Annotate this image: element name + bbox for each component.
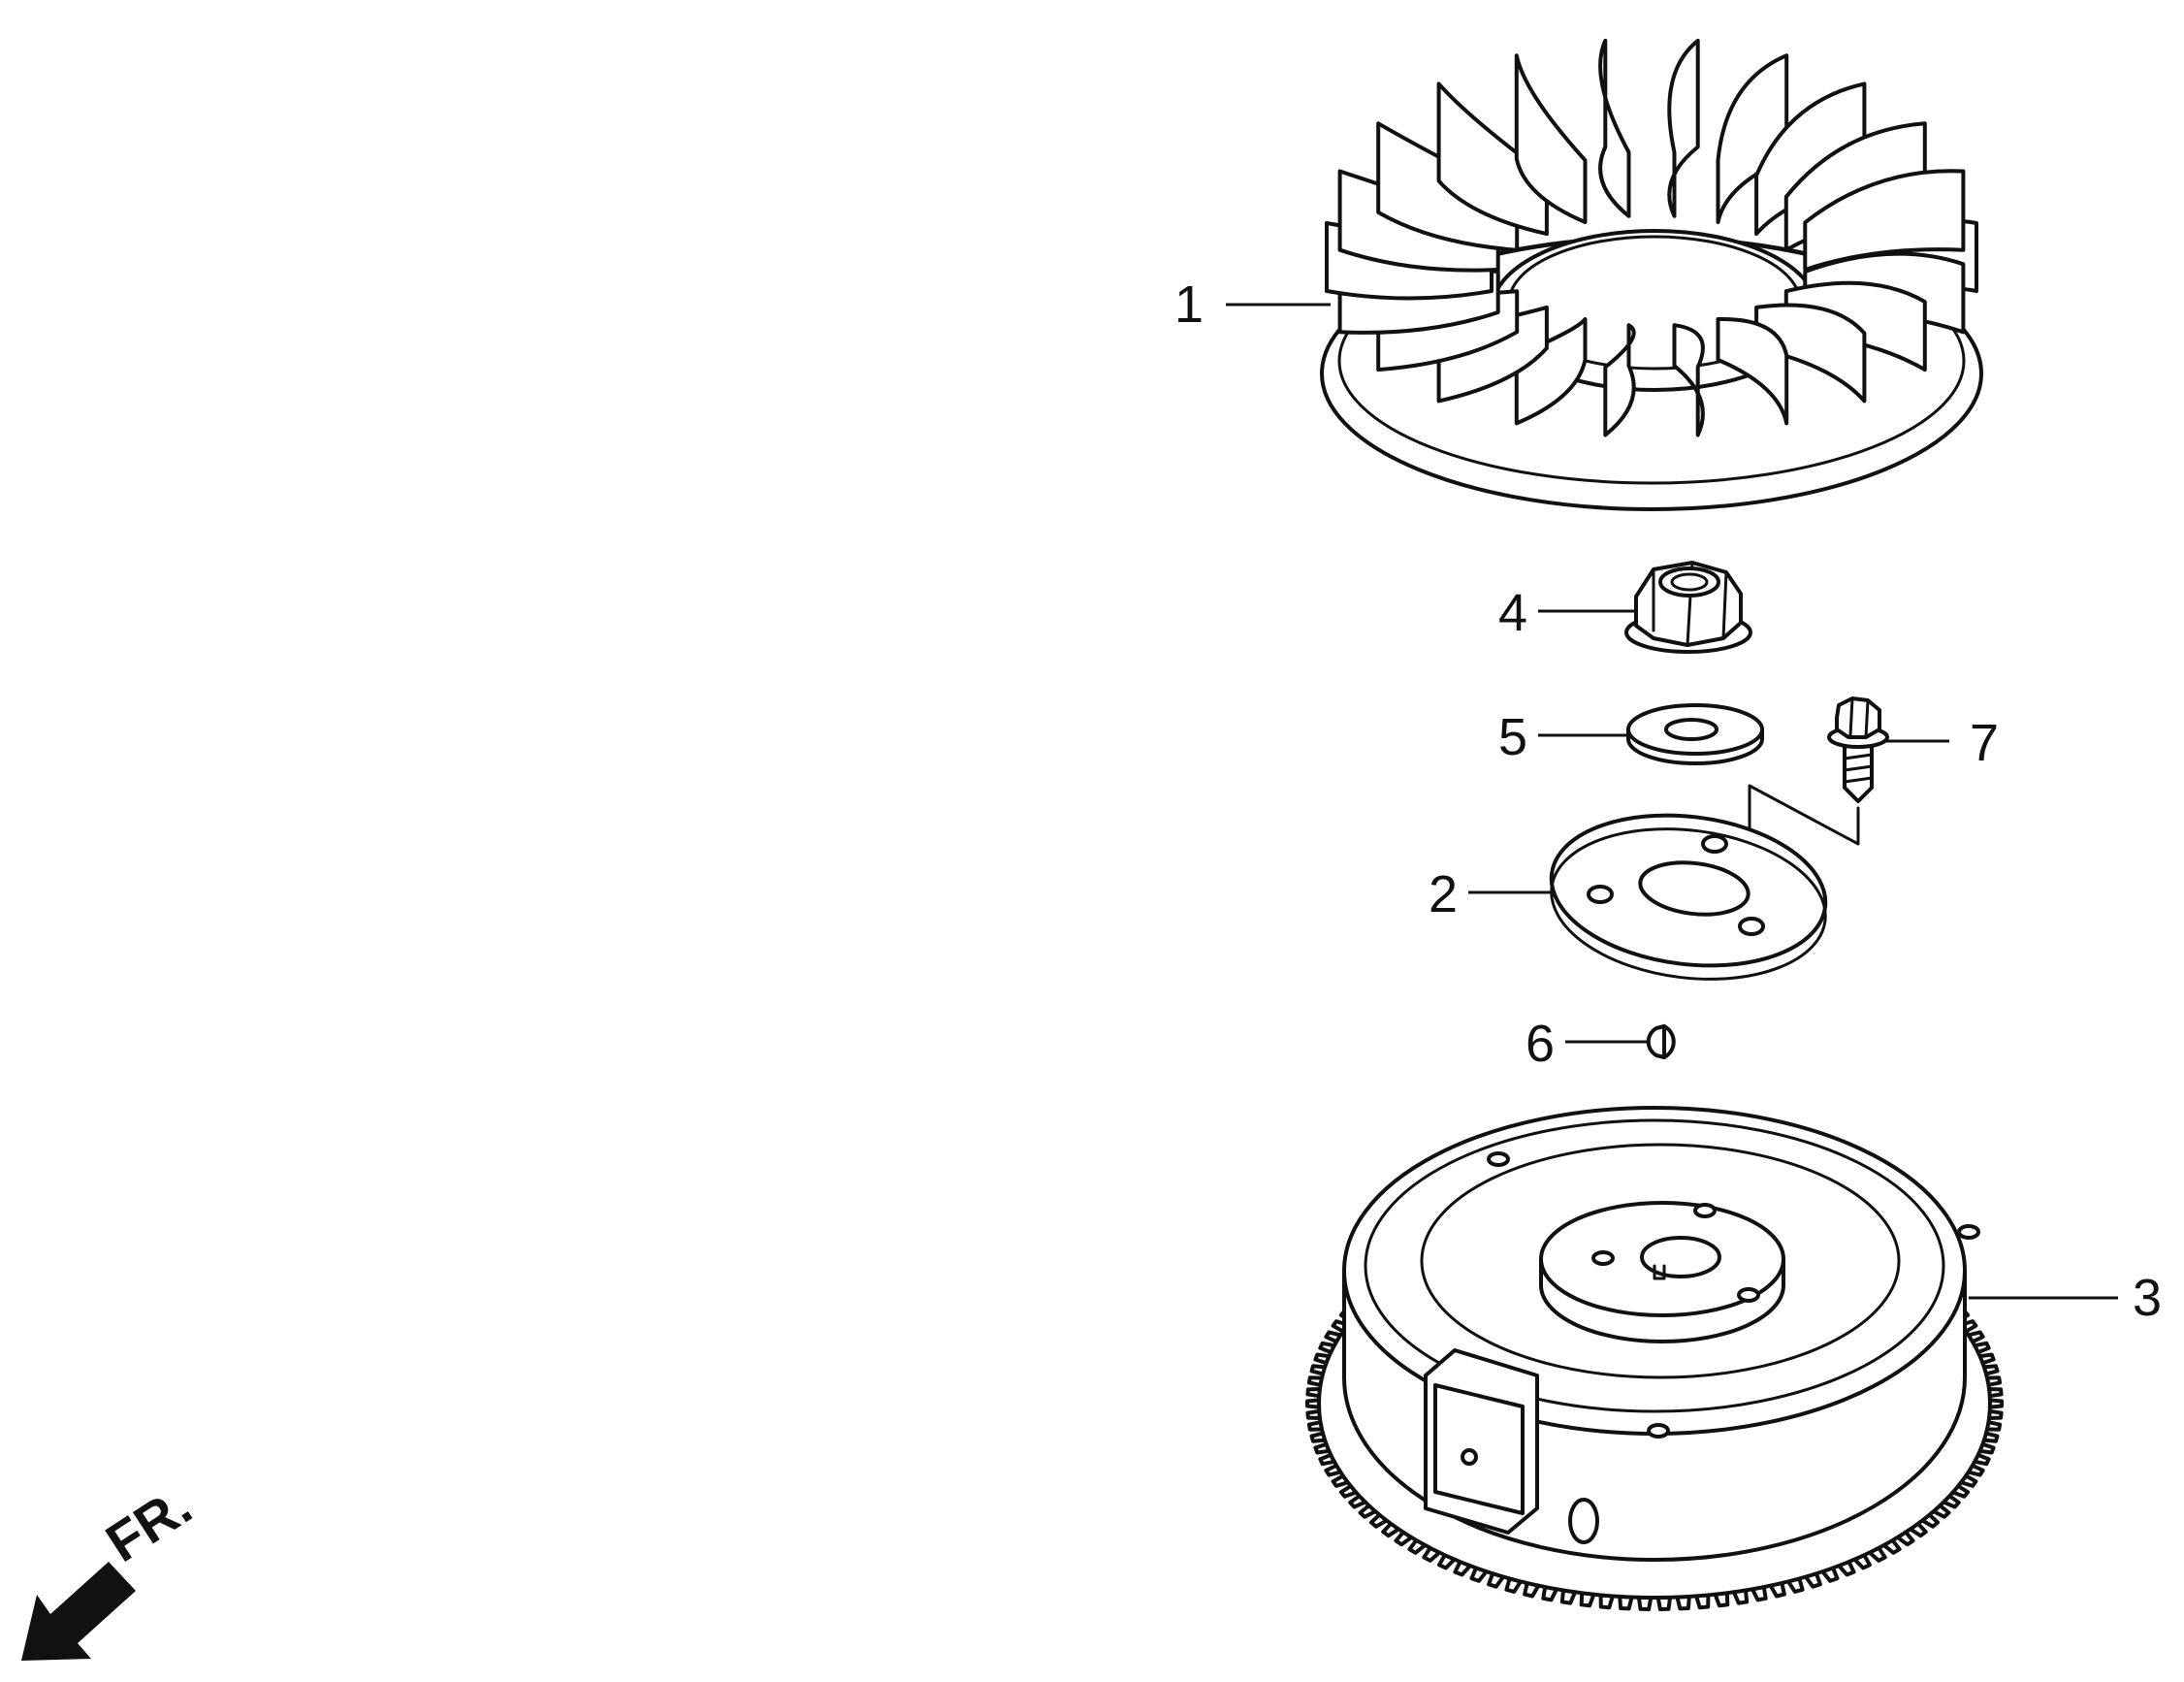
flange-nut-icon: [1624, 561, 1752, 654]
callout-number: 7: [1970, 714, 1999, 772]
washer-icon: [1626, 703, 1764, 765]
woodruff-key-icon: [1646, 1024, 1676, 1059]
flywheel-icon: [1305, 1106, 2004, 1611]
callout-part-3: 3: [1969, 1269, 2162, 1327]
callout-number: 5: [1498, 708, 1527, 766]
callout-number: 4: [1498, 584, 1527, 642]
front-direction-label: FR.: [95, 1474, 202, 1573]
front-direction-arrow-icon: [21, 1562, 136, 1661]
cooling-fan-icon: [1320, 38, 1983, 511]
callout-number: 6: [1526, 1015, 1555, 1073]
callout-number: 1: [1174, 275, 1204, 334]
callout-number: 3: [2133, 1269, 2162, 1327]
callout-part-4: 4: [1498, 584, 1637, 642]
callout-number: 2: [1429, 865, 1458, 923]
fan-plate-icon: [1549, 813, 1828, 981]
callout-part-2: 2: [1429, 865, 1554, 923]
flange-bolt-icon: [1827, 696, 1889, 803]
callout-part-6: 6: [1526, 1015, 1649, 1073]
callout-part-7: 7: [1883, 714, 1999, 772]
callout-part-5: 5: [1498, 708, 1628, 766]
callout-part-1: 1: [1174, 275, 1331, 334]
front-direction-indicator: FR.: [21, 1474, 202, 1661]
